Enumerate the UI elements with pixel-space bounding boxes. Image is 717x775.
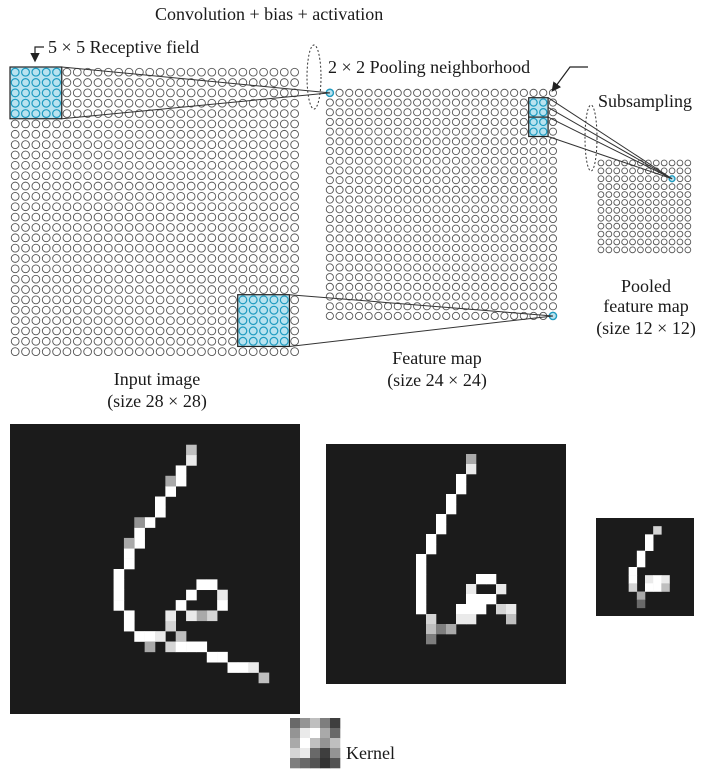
pooling-neighborhood-a [528,97,549,118]
pooling-pointer [551,66,588,92]
receptive-field-label: 5 × 5 Receptive field [48,37,200,57]
connector-line [61,66,330,94]
pooled-neuron-grid [597,159,692,254]
receptive-field-pointer [30,46,44,63]
pooled-feature-map-image [596,518,694,616]
connector-line [547,116,673,180]
feature-neuron-grid [325,88,558,321]
connector-line [547,97,673,180]
subsampling-ellipse [584,104,598,172]
convolution-label: Convolution + bias + activation [155,4,384,24]
pooled-subtitle: feature map [603,296,689,316]
input-image-title: Input image [113,369,201,389]
receptive-field-bottom [237,294,291,348]
feature-map-size: (size 24 × 24) [387,370,487,390]
input-digit-image [10,424,300,714]
pooled-title: Pooled [620,276,671,296]
subsampling-label: Subsampling [598,91,693,111]
input-neuron-grid [10,67,299,356]
pooled-size: (size 12 × 12) [596,318,696,338]
connector-line [61,92,330,120]
pooling-neighborhood-b [528,116,549,138]
connector-line [289,315,554,347]
feature-map-image [326,444,566,684]
convolution-ellipse [306,44,322,110]
input-image-size: (size 28 × 28) [107,391,207,411]
kernel-label: Kernel [346,743,395,763]
receptive-field-top [9,66,63,120]
kernel-image [290,718,341,769]
connector-line [547,106,673,180]
feature-map-title: Feature map [392,348,482,368]
connector-line [289,294,553,317]
connector-line [547,136,673,180]
pooling-neighborhood-label: 2 × 2 Pooling neighborhood [328,57,531,77]
